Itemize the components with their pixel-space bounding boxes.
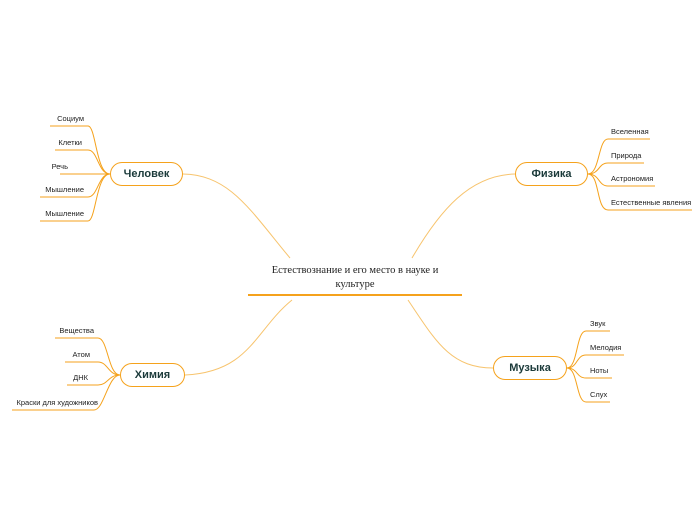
leaf-chelovek-5[interactable]: Мышление [45, 209, 84, 218]
leaf-muzyka-4[interactable]: Слух [590, 390, 608, 399]
leaf-khimiya-2[interactable]: Атом [72, 350, 90, 359]
leaf-fizika-4[interactable]: Естественные явления [611, 198, 692, 207]
central-topic-line2: культуре [335, 279, 375, 290]
leaf-khimiya-1[interactable]: Вещества [59, 326, 94, 335]
node-fizika-label: Физика [531, 168, 572, 180]
node-fizika[interactable]: Физика [515, 162, 588, 186]
node-muzyka[interactable]: Музыка [493, 356, 567, 380]
node-chelovek[interactable]: Человек [110, 162, 183, 186]
leaf-muzyka-3[interactable]: Ноты [590, 366, 609, 375]
node-muzyka-label: Музыка [509, 362, 551, 374]
leaf-chelovek-4[interactable]: Мышление [45, 185, 84, 194]
central-topic[interactable]: Естествознание и его место в науке и кул… [248, 262, 462, 296]
leaf-chelovek-3[interactable]: Речь [51, 162, 68, 171]
leaf-chelovek-2[interactable]: Клетки [58, 138, 82, 147]
node-khimiya-label: Химия [134, 369, 171, 381]
leaf-chelovek-1[interactable]: Социум [57, 114, 84, 123]
node-chelovek-label: Человек [123, 168, 170, 180]
leaf-muzyka-2[interactable]: Мелодия [590, 343, 622, 352]
leaf-muzyka-1[interactable]: Звук [590, 319, 606, 328]
central-topic-line1: Естествознание и его место в науке и [271, 265, 439, 276]
node-khimiya[interactable]: Химия [120, 363, 185, 387]
leaf-fizika-3[interactable]: Астрономия [611, 174, 654, 183]
leaf-fizika-2[interactable]: Природа [611, 151, 642, 160]
leaf-fizika-1[interactable]: Вселенная [611, 127, 649, 136]
leaf-khimiya-4[interactable]: Краски для художников [16, 398, 99, 407]
leaf-khimiya-3[interactable]: ДНК [73, 373, 88, 382]
